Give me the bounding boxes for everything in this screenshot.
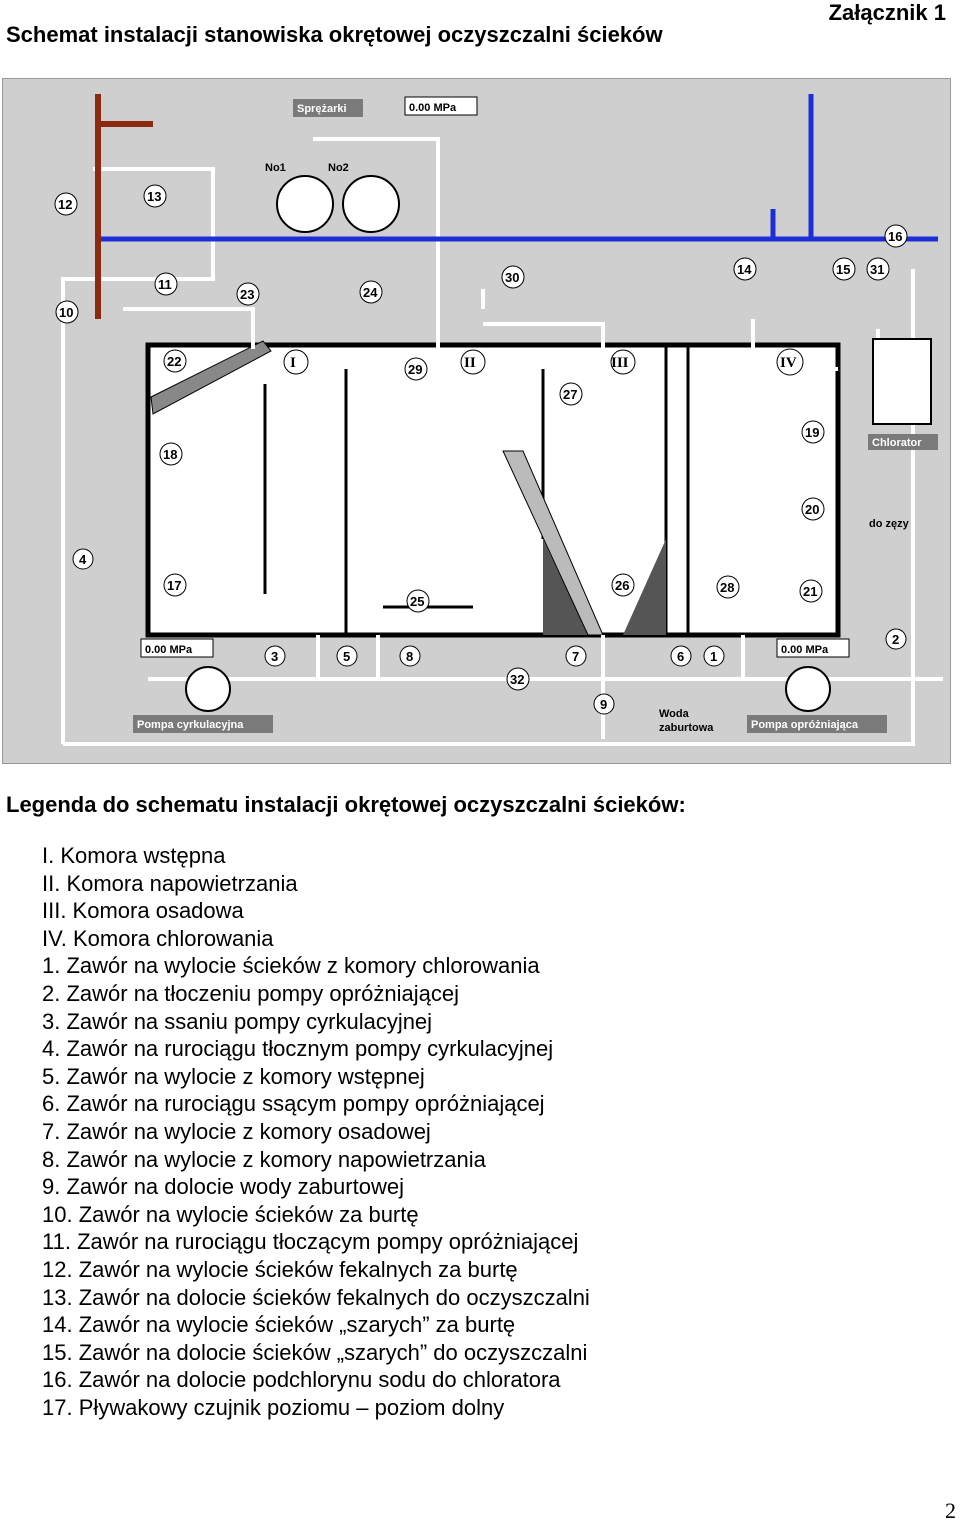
sea-water-label-1: Woda — [659, 708, 690, 720]
pressure-top-value: 0.00 MPa — [409, 102, 457, 114]
marker-31: 31 — [870, 262, 884, 277]
marker-3: 3 — [271, 649, 278, 664]
pressure-right-value: 0.00 MPa — [781, 644, 829, 656]
compressors-label-box — [293, 99, 363, 117]
marker-4: 4 — [79, 552, 87, 567]
marker-21: 21 — [803, 584, 817, 599]
marker-15: 15 — [836, 262, 850, 277]
marker-9: 9 — [600, 697, 607, 712]
annex-label: Załącznik 1 — [828, 0, 946, 25]
marker-30: 30 — [505, 270, 519, 285]
marker-19: 19 — [805, 425, 819, 440]
legend-item: IV. Komora chlorowania — [42, 925, 274, 951]
marker-10: 10 — [59, 305, 73, 320]
legend-item: 8. Zawór na wylocie z komory napowietrza… — [42, 1146, 486, 1172]
chamber-III: III — [611, 355, 629, 371]
diagram-svg: Sprężarki No1 No2 0.00 MPa I II III IV C… — [54, 94, 943, 746]
marker-26: 26 — [615, 578, 629, 593]
pressure-left-value: 0.00 MPa — [145, 644, 193, 656]
legend-item: 15. Zawór na dolocie ścieków „szarych” d… — [42, 1339, 588, 1365]
chamber-IV: IV — [780, 355, 797, 371]
installation-diagram: Sprężarki No1 No2 0.00 MPa I II III IV C… — [2, 78, 951, 764]
circulation-pump-label: Pompa cyrkulacyjna — [137, 719, 244, 731]
marker-16: 16 — [888, 229, 902, 244]
compressors-label: Sprężarki — [297, 103, 347, 115]
legend-item: 3. Zawór na ssaniu pompy cyrkulacyjnej — [42, 1008, 433, 1034]
marker-2: 2 — [892, 632, 899, 647]
no1-label: No1 — [265, 162, 286, 174]
marker-28: 28 — [720, 580, 734, 595]
legend-item: 14. Zawór na wylocie ścieków „szarych” z… — [42, 1312, 516, 1338]
legend-list: I. Komora wstępna II. Komora napowietrza… — [42, 842, 590, 1421]
marker-14: 14 — [737, 262, 752, 277]
emptying-pump-label: Pompa opróżniająca — [751, 719, 859, 731]
chamber-labels: I II III IV — [283, 348, 804, 376]
circulation-pump — [185, 666, 231, 712]
legend-title: Legenda do schematu instalacji okrętowej… — [6, 792, 686, 817]
pipes-blue — [98, 94, 938, 242]
marker-20: 20 — [805, 502, 819, 517]
marker-24: 24 — [363, 285, 378, 300]
legend-item: 12. Zawór na wylocie ścieków fekalnych z… — [42, 1256, 518, 1282]
document-title: Schemat instalacji stanowiska okrętowej … — [6, 22, 663, 47]
legend-item: 9. Zawór na dolocie wody zaburtowej — [42, 1174, 404, 1200]
legend-item: 7. Zawór na wylocie z komory osadowej — [42, 1118, 431, 1144]
page-number: 2 — [945, 1498, 956, 1523]
legend-item: 10. Zawór na wylocie ścieków za burtę — [42, 1201, 419, 1227]
legend-item: III. Komora osadowa — [42, 898, 244, 924]
sea-water-label-2: zaburtowa — [659, 722, 714, 734]
legend-item: 2. Zawór na tłoczeniu pompy opróżniające… — [42, 980, 460, 1006]
legend-item: II. Komora napowietrzania — [42, 870, 298, 896]
marker-12: 12 — [58, 197, 72, 212]
chlorator-tank — [872, 338, 932, 425]
chamber-I: I — [290, 355, 296, 371]
compressor-no2 — [342, 175, 400, 233]
compressor-no1 — [276, 175, 334, 233]
emptying-pump — [785, 666, 831, 712]
legend-item: 11. Zawór na rurociągu tłoczącym pompy o… — [42, 1229, 579, 1255]
no2-label: No2 — [328, 162, 349, 174]
marker-18: 18 — [163, 447, 177, 462]
marker-5: 5 — [343, 649, 350, 664]
legend-item: 13. Zawór na dolocie ścieków fekalnych d… — [42, 1284, 590, 1310]
marker-23: 23 — [240, 287, 254, 302]
marker-17: 17 — [167, 578, 181, 593]
legend-item: 4. Zawór na rurociągu tłocznym pompy cyr… — [42, 1036, 554, 1062]
hopper-right — [623, 539, 666, 635]
marker-22: 22 — [167, 354, 181, 369]
legend-item: 1. Zawór na wylocie ścieków z komory chl… — [42, 953, 540, 979]
marker-1: 1 — [710, 649, 717, 664]
legend-item: 6. Zawór na rurociągu ssącym pompy opróż… — [42, 1091, 545, 1117]
pressure-gauge-top — [404, 96, 478, 116]
legend-item: 17. Pływakowy czujnik poziomu – poziom d… — [42, 1394, 505, 1420]
marker-13: 13 — [147, 189, 161, 204]
marker-29: 29 — [408, 362, 422, 377]
legend-item: 16. Zawór na dolocie podchlorynu sodu do… — [42, 1367, 561, 1393]
marker-7: 7 — [572, 649, 579, 664]
marker-32: 32 — [510, 672, 524, 687]
marker-8: 8 — [406, 649, 413, 664]
marker-11: 11 — [158, 277, 172, 292]
numbered-markers: 1 2 3 4 5 6 7 8 9 10 11 12 13 14 15 16 1… — [54, 184, 908, 715]
chlorator-label: Chlorator — [872, 437, 922, 449]
marker-6: 6 — [677, 649, 684, 664]
legend-item: 5. Zawór na wylocie z komory wstępnej — [42, 1063, 425, 1089]
marker-27: 27 — [563, 387, 577, 402]
screen-22 — [150, 340, 272, 415]
legend-item: I. Komora wstępna — [42, 843, 226, 868]
chamber-II: II — [464, 355, 476, 371]
marker-25: 25 — [410, 594, 424, 609]
to-bilge-label: do zęzy — [869, 518, 910, 530]
